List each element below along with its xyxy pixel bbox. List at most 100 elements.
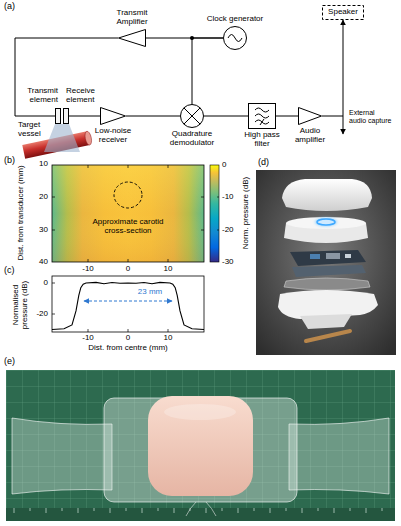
block-label: Clock generator [207,15,263,24]
axis-title: Dist. from centre (mm) [88,344,168,353]
colour-bar [210,165,219,262]
filter-box-outline [255,114,269,118]
filter-box-outline [248,103,276,129]
filter-box-outline [255,120,269,124]
profile-curve [52,282,204,329]
width-arrow [84,301,172,302]
tick-label: 0 [126,334,130,343]
carotid-outline [114,182,142,208]
exploded-render [256,170,396,355]
panel-label: (c) [4,266,15,276]
exploded-render [286,217,366,229]
tick-label: 30 [39,226,48,235]
signal-wire [192,38,223,104]
tick-label: 10 [164,265,173,274]
tick-label: -20 [36,310,48,319]
tick-label: 10 [164,334,173,343]
carotid-outline [114,182,142,208]
exploded-render [345,254,351,258]
device-photo [6,370,395,521]
tick-label: -10 [82,334,94,343]
transducer-element-outline [64,109,69,124]
oscillator-symbol-outline [224,27,247,50]
axis-title: Normalised pressure (dB) [12,279,30,331]
exploded-render [317,219,335,225]
oscillator-symbol-outline [228,35,242,42]
filter-box-outline [260,119,264,125]
amplifier-symbol-outline [298,107,322,125]
block-label: Receive element [66,87,100,105]
amplifier-symbol-outline [299,108,322,125]
signal-wire [276,116,298,117]
transducer-element: Transmit element [55,108,61,124]
amplifier-symbol-outline [118,29,146,47]
exploded-render [284,278,370,290]
output-arrow [343,116,344,134]
filter-box-outline [249,104,276,129]
signal-wire [69,116,100,117]
profile-axes [52,276,204,332]
block-label: Speaker [328,8,358,17]
dimension-label: 23 mm [137,288,163,297]
device-photo [186,502,216,516]
exploded-render [256,170,396,355]
panel-label: (e) [4,357,15,367]
tick-label: -10 [82,265,94,274]
exploded-render [300,314,352,329]
tick-label: -20 [222,226,234,235]
ultrasound-beam [44,124,80,152]
mixer-symbol-outline [181,105,204,128]
mixer-symbol: Quadrature demodulator [180,104,204,128]
block-label: Quadrature demodulator [168,130,216,148]
block-label: Transmit Amplifier [112,9,152,27]
exploded-render [282,179,372,211]
amplifier-symbol: Audio amplifier [298,107,322,125]
tick-label: -30 [222,258,234,267]
pressure-map [52,165,204,262]
transducer-element: Receive element [63,108,69,124]
pressure-map [52,165,204,262]
device-photo [164,404,236,420]
device-photo [6,370,395,521]
mixer-symbol-outline [180,104,204,128]
exploded-render [278,290,378,319]
axis-title: Norm. pressure (dB) [242,177,251,249]
amplifier-symbol-outline [100,107,126,125]
exploded-render [292,265,366,277]
amplifier-symbol-outline [101,108,126,125]
output-arrow [343,116,344,134]
device-photo [14,508,382,513]
panel-label: (b) [4,156,15,166]
signal-wire [322,20,343,116]
amplifier-symbol-outline [119,30,146,47]
pressure-map [52,165,204,262]
tick-label: 40 [39,258,48,267]
signal-wire [126,116,180,117]
block-label: Audio amplifier [292,127,328,145]
part-label: Target vessel [18,121,46,139]
device-photo [148,396,253,496]
exploded-render [315,218,337,226]
pressure-map [52,165,204,262]
transducer-element-outline [56,109,61,124]
pressure-map [52,165,204,262]
panel-label: (d) [258,158,269,168]
colour-bar [217,197,219,230]
colour-bar [210,165,219,262]
profile-axes [52,283,168,332]
tick-label: 0 [222,161,226,170]
tick-label: -10 [222,193,234,202]
speaker-box-outline [323,6,364,20]
block-label: Low-noise receiver [93,127,133,145]
profile-axes [52,276,204,332]
oscillator-symbol-outline [223,26,247,50]
tick-label: 0 [44,279,48,288]
exploded-render [310,254,320,259]
mixer-symbol-outline [184,108,200,124]
device-photo [289,418,389,494]
annotation: Approximate carotid cross-section [91,218,165,236]
filter-box-outline [255,108,269,112]
speaker-box: Speaker [322,5,364,20]
